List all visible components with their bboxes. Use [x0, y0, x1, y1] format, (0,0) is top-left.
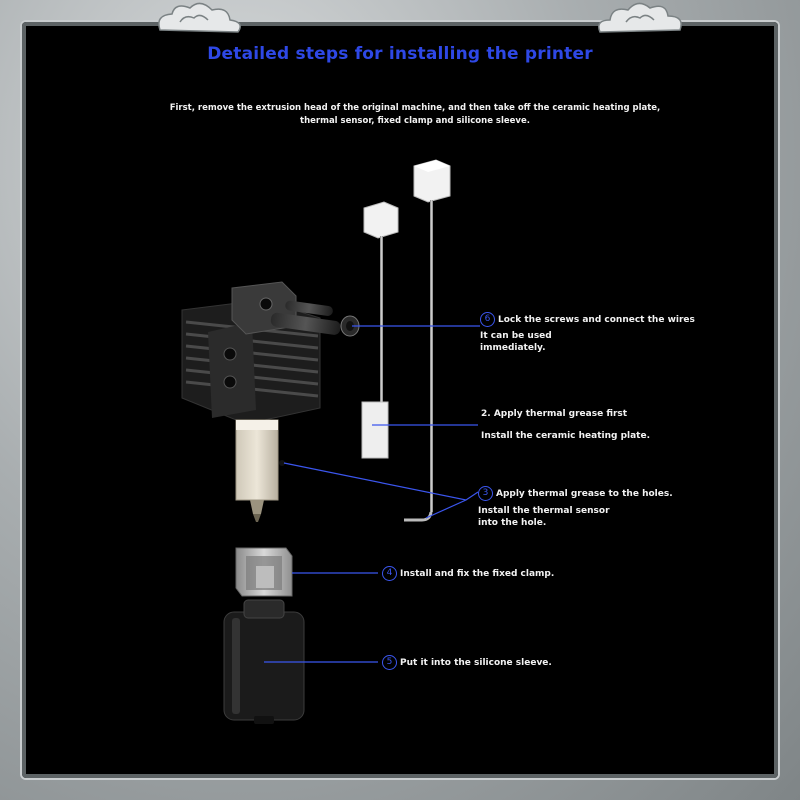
circled-number-icon: 5	[382, 655, 397, 670]
page-title: Detailed steps for installing the printe…	[207, 44, 593, 64]
step-main-text: Lock the screws and connect the wires	[498, 315, 695, 325]
step-main-text: Apply thermal grease to the holes.	[496, 489, 673, 499]
screws	[270, 300, 360, 337]
cloud-ornament-icon	[158, 2, 241, 33]
silicone-sleeve	[223, 599, 305, 724]
fixed-clamp	[235, 547, 293, 597]
step-sub-text: Install the ceramic heating plate.	[481, 431, 651, 441]
circled-number-icon: 3	[478, 486, 493, 501]
intro-text: First, remove the extrusion head of the …	[169, 103, 661, 126]
step-main-text: Install and fix the fixed clamp.	[400, 569, 555, 579]
thermal-sensor	[404, 159, 451, 522]
heater-block	[235, 419, 285, 522]
leader-lines	[264, 325, 480, 663]
ceramic-heating-plate	[361, 201, 399, 459]
step-sub-text: into the hole.	[478, 518, 547, 528]
cloud-ornament-icon	[598, 2, 682, 33]
content-panel	[22, 22, 778, 778]
step-sub-text: It can be used	[480, 331, 552, 341]
step-sub-text: immediately.	[480, 343, 546, 353]
step-sub-text: Install the thermal sensor	[478, 506, 610, 516]
circled-number-icon: 4	[382, 566, 397, 581]
circled-number-icon: 6	[480, 312, 495, 327]
step-2-thermal-grease: 2. Apply thermal grease first Install th…	[481, 408, 650, 442]
step-main-text: 2. Apply thermal grease first	[481, 409, 628, 419]
step-main-text: Put it into the silicone sleeve.	[400, 658, 552, 668]
